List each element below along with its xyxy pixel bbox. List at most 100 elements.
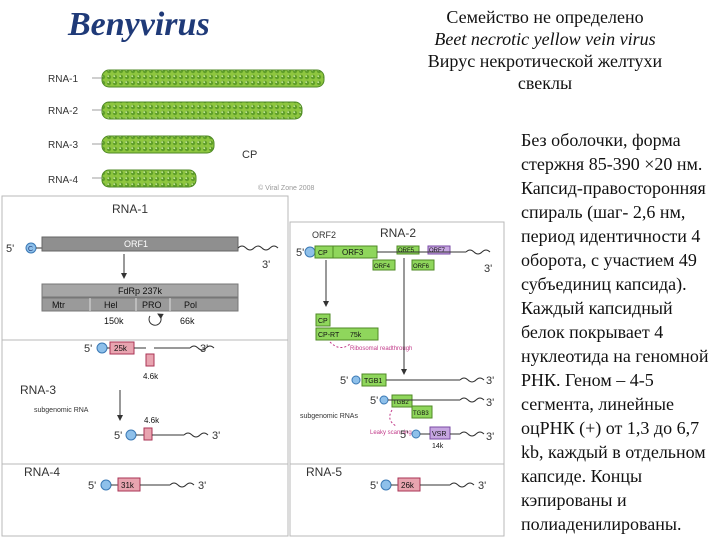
description-line: период идентичности 4	[521, 226, 701, 246]
description-line: капсиде. Концы	[521, 466, 643, 486]
rod-row: RNA-4	[48, 169, 197, 188]
orf7-box	[427, 245, 451, 255]
orf1-label: ORF1	[124, 239, 148, 249]
russian-name-line1: Вирус некротической желтухи	[427, 51, 663, 71]
virus-header: Семейство не определено Beet necrotic ye…	[400, 6, 690, 94]
tgb3-label: TGB3	[413, 411, 429, 417]
description-line: РНК. Геном – 4-5	[521, 370, 654, 390]
page-title: Benyvirus	[68, 6, 210, 43]
cap-letter: C	[28, 246, 33, 253]
orf6-label: ORF6	[413, 264, 430, 270]
three-prime-label: 3'	[200, 343, 208, 355]
three-prime-label: 3'	[478, 480, 486, 492]
tgb2-label: TGB2	[393, 400, 409, 406]
cp-orf-label: CP	[318, 250, 328, 257]
rna4-panel	[1, 463, 289, 537]
rna1-label: RNA-1	[112, 202, 148, 216]
subgenomic-label: subgenomic RNAs	[300, 413, 358, 420]
leaky-label: Leaky scanning	[370, 430, 412, 436]
description: Без оболочки, форма стержня 85-390 ×20 н…	[521, 128, 720, 536]
three-prime-label: 3'	[262, 259, 270, 271]
description-line: субъединиц капсида).	[521, 274, 687, 294]
readthrough-label: Ribosomal readthrough	[350, 346, 412, 352]
tgb3-box	[411, 405, 433, 419]
cap-icon	[411, 429, 421, 439]
vsr-label: VSR	[432, 431, 446, 438]
rna5-label: RNA-5	[306, 465, 342, 479]
rna4-rod	[101, 169, 197, 188]
family-line: Семейство не определено	[446, 7, 644, 27]
rdrp-box	[41, 283, 239, 298]
cp-label: CP	[242, 149, 257, 161]
five-prime-label: 5'	[88, 480, 96, 492]
rod-row: RNA-1	[48, 69, 325, 88]
rna2-rod	[101, 101, 303, 120]
description-line: полиаденилированы.	[521, 514, 682, 534]
description-line: оцРНК (+) от 1,3 до 6,7	[521, 418, 700, 438]
five-prime-label: 5'	[296, 247, 304, 259]
p26-label: 26k	[401, 481, 415, 490]
cprt-label: CP-RT	[318, 332, 340, 339]
virion-rods-figure: RNA-1 RNA-2 RNA-3 RNA-4 CP © Viral Zone …	[48, 69, 325, 192]
genome-diagram: RNA-1 5' C ORF1 3' FdRp 237k Mtr Hel PRO…	[1, 195, 505, 537]
orf6-box	[411, 259, 435, 271]
three-prime-label: 3'	[486, 375, 494, 387]
description-line: стержня 85-390 ×20 нм.	[521, 154, 703, 174]
orf2-label: ORF2	[312, 230, 336, 240]
rna4-label: RNA-4	[24, 465, 60, 479]
p46-label: 4.6k	[143, 372, 159, 381]
p46b-label: 4.6k	[144, 416, 160, 425]
five-prime-label: 5'	[340, 375, 348, 387]
orf1-box	[41, 236, 239, 252]
rdrp-label: FdRp 237k	[118, 286, 163, 296]
rna2-label: RNA-2	[380, 226, 416, 240]
orf4-box	[372, 259, 396, 271]
three-prime-label: 3'	[486, 397, 494, 409]
description-line: kb, каждый в отдельном	[521, 442, 706, 462]
cprt-box	[315, 327, 379, 341]
description-line: сегмента, линейные	[521, 394, 675, 414]
rod-label: RNA-2	[48, 106, 78, 117]
domain-label: Hel	[104, 300, 118, 310]
rna3-label: RNA-3	[20, 383, 56, 397]
orf7-label: ORF7	[429, 248, 446, 254]
five-prime-label: 5'	[400, 429, 408, 441]
cap-icon	[96, 342, 108, 354]
three-prime-label: 3'	[212, 430, 220, 442]
three-prime-label: 3'	[484, 263, 492, 275]
orf3-label: ORF3	[342, 248, 364, 257]
domain-label: Mtr	[52, 300, 65, 310]
rna5-panel	[289, 463, 505, 537]
rna3-panel	[1, 339, 289, 465]
cap-icon	[100, 479, 112, 491]
five-prime-label: 5'	[6, 243, 14, 255]
domain-label: PRO	[142, 300, 162, 310]
subgenomic-label: subgenomic RNA	[34, 407, 89, 414]
five-prime-label: 5'	[114, 430, 122, 442]
description-line: нуклеотида на геномной	[521, 346, 709, 366]
five-prime-label: 5'	[370, 395, 378, 407]
vsr-size-label: 14k	[432, 443, 444, 450]
p46b-box	[143, 427, 153, 441]
rna1-panel	[1, 195, 289, 341]
vsr-box	[429, 426, 451, 440]
size-label: 66k	[180, 316, 195, 326]
description-line: спираль (шаг- 2,6 нм,	[521, 202, 686, 222]
cap-icon	[379, 395, 389, 405]
tgb1-label: TGB1	[364, 378, 382, 385]
rt-size-label: 75k	[350, 332, 362, 339]
latin-name: Beet necrotic yellow vein virus	[434, 29, 656, 49]
p46-box	[145, 353, 155, 367]
rod-label: RNA-1	[48, 74, 78, 85]
rod-row: RNA-3	[48, 135, 215, 154]
p31-label: 31k	[121, 481, 135, 490]
description-line: белок покрывает 4	[521, 322, 664, 342]
rna1-rod	[101, 69, 325, 88]
three-prime-label: 3'	[198, 480, 206, 492]
size-label: 150k	[104, 316, 124, 326]
rod-label: RNA-4	[48, 175, 78, 186]
description-line: Без оболочки, форма	[521, 130, 681, 150]
description-line: кэпированы и	[521, 490, 627, 510]
domains-box	[41, 297, 239, 312]
cap-icon	[304, 246, 316, 258]
